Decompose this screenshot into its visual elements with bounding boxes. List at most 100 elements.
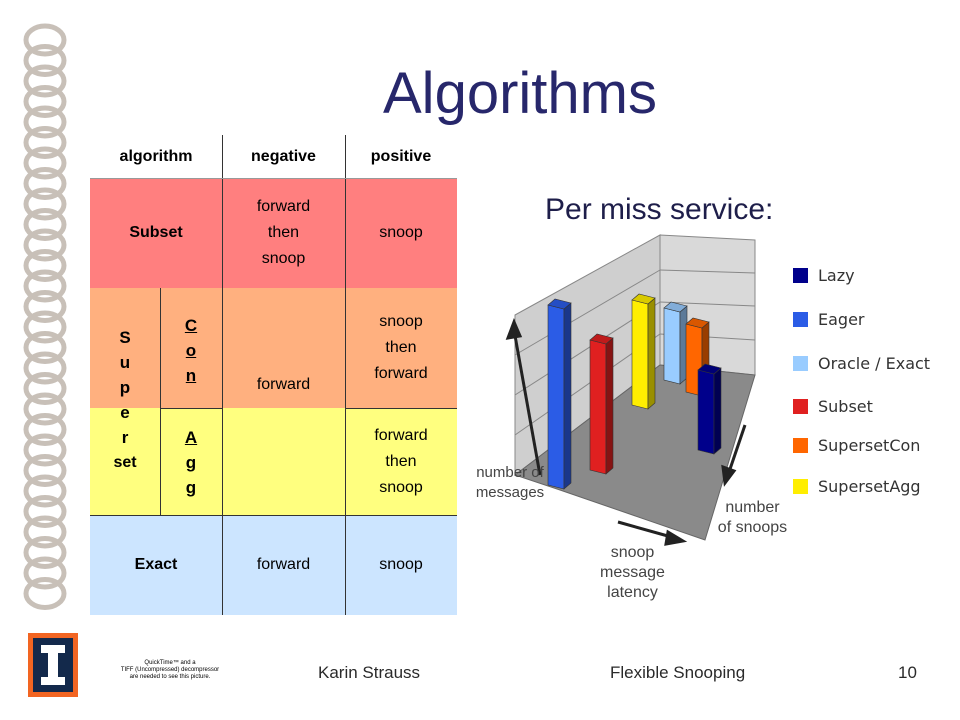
superset-letter: set [113,454,137,471]
footer-talk-title: Flexible Snooping [610,663,746,682]
ring [23,536,67,569]
ring [23,474,67,508]
con-letter: C [184,315,198,335]
legend-item: Eager [793,309,865,329]
legend-item: Subset [793,397,873,416]
subset-neg-line3: snoop [261,250,306,267]
legend-label: SupersetCon [818,435,921,455]
ring [23,187,67,221]
ring [23,433,67,467]
bar-eager [547,298,572,490]
ring [23,331,67,364]
ring [23,372,67,405]
footer-author: Karin Strauss [318,663,421,682]
subset-neg-line1: forward [256,198,311,215]
con-letter: n [185,365,197,385]
axis-label-latency: snoop message latency [600,544,665,601]
bar-chart-3d [505,234,756,546]
ring [23,556,67,590]
ring [23,413,67,446]
agg-letter: g [185,478,197,497]
ring [23,495,67,528]
legend-item: Oracle / Exact [793,353,931,373]
chart-title: Per miss service: [545,193,774,226]
subset-neg-line2: then [267,224,300,241]
agg-positive: forward then snoop [345,408,457,515]
exact-negative: forward [256,556,311,573]
legend-swatch [793,355,808,371]
exact-name: Exact [134,556,178,573]
ring [23,249,67,282]
legend-label: Oracle / Exact [818,353,931,373]
ring [23,23,67,57]
legend-swatch [793,267,808,283]
ring [23,44,67,77]
header-algorithm: algorithm [119,147,193,165]
legend-label: Lazy [818,265,855,285]
con-pos-line: forward [374,365,428,382]
legend-item: SupersetCon [793,435,921,455]
ring [23,228,67,262]
quicktime-notice: QuickTime™ and a TIFF (Uncompressed) dec… [120,660,220,680]
ring [23,454,67,487]
ring [23,85,67,118]
superset-letter: e [120,403,130,422]
subset-row-bg [90,178,457,288]
ring [23,105,67,139]
ring [23,351,67,385]
bar-oracle-exact [663,301,688,385]
bar-lazy [697,363,722,455]
ring [23,577,67,610]
subset-positive: snoop [379,224,423,241]
ring [23,392,67,426]
superset-letter: r [121,428,129,447]
subset-name: Subset [129,224,183,241]
ring [23,208,67,241]
superset-letter: u [119,353,131,372]
axis-arrows [505,317,747,546]
agg-name: A g g [160,415,222,510]
superset-name: S u p e r set [90,310,160,490]
header-negative: negative [251,147,316,165]
legend-label: SupersetAgg [818,476,921,496]
agg-pos-line: snoop [379,478,423,496]
axis-label-messages: number of messages [475,464,545,501]
con-name: C o n [160,295,222,405]
ring [23,167,67,200]
university-logo [28,633,78,697]
header-row [90,135,457,178]
bar-subset [589,333,614,475]
legend-swatch [793,478,808,494]
con-pos-line: then [385,339,417,356]
legend-label: Eager [818,309,865,329]
exact-positive: snoop [379,556,423,573]
superset-cell-top [90,288,160,408]
superset-letter: S [119,328,131,347]
legend-item: Lazy [793,265,855,285]
algorithms-table: algorithm negative positive Subset forwa… [90,135,457,615]
bar-supersetagg [631,293,656,410]
superset-letter: p [119,378,131,397]
slide-title: Algorithms [383,61,657,126]
agg-pos-line: forward [374,426,428,444]
axis-label-snoops: number of snoops [717,499,788,536]
ring [23,126,67,159]
ring [23,290,67,323]
superset-negative: forward [256,376,311,393]
ring [23,146,67,180]
page-number: 10 [898,663,917,682]
con-positive: snoop then forward [345,288,457,408]
con-pos-line: snoop [379,313,423,330]
ring [23,64,67,98]
ring [23,269,67,303]
legend-item: SupersetAgg [793,476,921,496]
subset-negative: forward then snoop [222,178,345,288]
agg-letter: g [185,453,197,472]
agg-letter: A [184,428,198,447]
ring [23,310,67,344]
superset-cell-bottom [90,408,160,515]
legend-swatch [793,398,808,414]
legend-swatch [793,437,808,453]
chart-bars [547,293,722,490]
header-positive: positive [370,147,432,165]
